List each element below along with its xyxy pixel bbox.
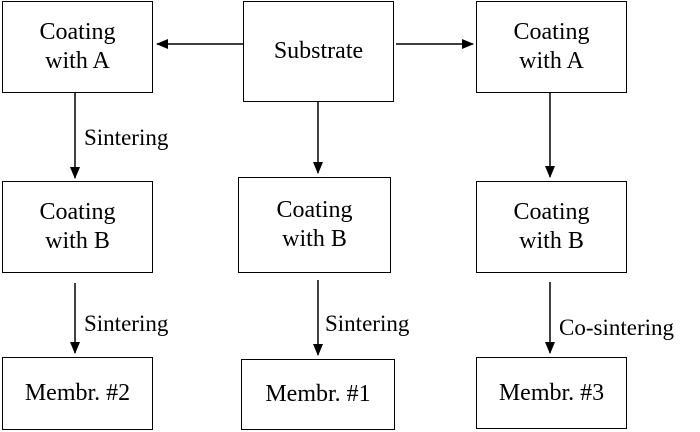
- node-line: with B: [282, 226, 347, 252]
- node-coating-with-b-right: Coating with B: [476, 181, 627, 273]
- edge-label-left-top: Sintering: [84, 125, 169, 150]
- node-line: Coating: [39, 199, 116, 225]
- edge-label-right-bottom: Co-sintering: [559, 315, 674, 340]
- node-coating-with-b-mid: Coating with B: [238, 177, 391, 273]
- node-line: with A: [45, 48, 110, 74]
- node-membr-3: Membr. #3: [476, 357, 627, 429]
- edge-label-mid-bottom: Sintering: [325, 311, 410, 336]
- node-coating-with-a-left: Coating with A: [2, 1, 153, 93]
- node-line: Coating: [513, 19, 590, 45]
- node-coating-with-b-left: Coating with B: [2, 181, 153, 273]
- node-substrate: Substrate: [243, 1, 394, 102]
- node-line: Membr. #1: [265, 381, 371, 407]
- edge-label-left-bottom: Sintering: [84, 311, 169, 336]
- node-line: with A: [519, 48, 584, 74]
- node-line: with B: [45, 228, 110, 254]
- node-membr-2: Membr. #2: [2, 357, 153, 430]
- node-line: Substrate: [273, 38, 364, 64]
- node-line: Coating: [276, 197, 353, 223]
- node-coating-with-a-right: Coating with A: [476, 1, 627, 93]
- node-line: Coating: [513, 199, 590, 225]
- node-line: with B: [519, 228, 584, 254]
- node-line: Membr. #2: [24, 380, 131, 406]
- node-membr-1: Membr. #1: [241, 359, 395, 430]
- node-line: Membr. #3: [498, 379, 605, 406]
- node-line: Coating: [39, 19, 116, 45]
